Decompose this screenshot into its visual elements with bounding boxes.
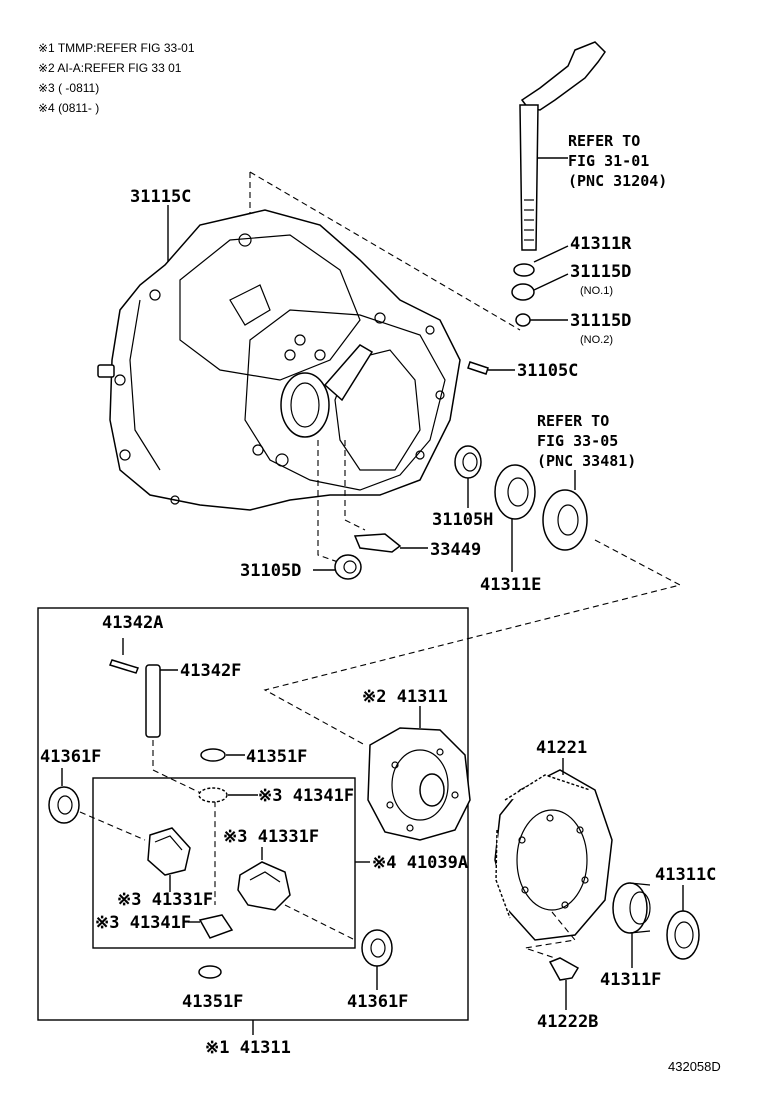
- label-41221: 41221: [536, 738, 587, 758]
- refer-fig31-line1: REFER TO: [568, 132, 640, 150]
- note-3: ※3 ( -0811): [38, 81, 99, 95]
- note-4: ※4 (0811- ): [38, 101, 99, 115]
- label-41311C: 41311C: [655, 865, 716, 885]
- shift-shaft-drawing: [519, 41, 606, 251]
- refer-fig31-line2: FIG 31-01: [568, 152, 649, 170]
- refer-fig31: REFER TO FIG 31-01 (PNC 31204): [538, 132, 667, 190]
- label-41311F: 41311F: [600, 970, 661, 990]
- label-41222B: 41222B: [537, 1012, 598, 1032]
- refer-fig33-line3: (PNC 33481): [537, 452, 636, 470]
- refer-fig33: REFER TO FIG 33-05 (PNC 33481): [537, 412, 636, 470]
- label-31105D: 31105D: [240, 561, 301, 581]
- note-2: ※2 AI-A:REFER FIG 33 01: [38, 61, 182, 75]
- ring-gear-drawing: [494, 758, 700, 1010]
- label-31115D-no2: 31115D: [570, 311, 631, 331]
- label-41311E: 41311E: [480, 575, 541, 595]
- label-41311-tmmp: ※1 41311: [205, 1038, 291, 1058]
- diff-parts: [48, 638, 471, 1035]
- label-31105C: 31105C: [517, 361, 578, 381]
- label-41351F-top: 41351F: [246, 747, 307, 767]
- label-31115C: 31115C: [130, 187, 191, 207]
- label-31115D-no1: 31115D: [570, 262, 631, 282]
- label-41361F-left: 41361F: [40, 747, 101, 767]
- label-41311-ai: ※2 41311: [362, 687, 448, 707]
- notes-block: ※1 TMMP:REFER FIG 33-01 ※2 AI-A:REFER FI…: [38, 41, 195, 115]
- note-1: ※1 TMMP:REFER FIG 33-01: [38, 41, 195, 55]
- label-41331F-left: ※3 41331F: [117, 890, 213, 910]
- case-small-parts: [313, 445, 588, 580]
- label-41341F-top: ※3 41341F: [258, 786, 354, 806]
- shaft-small-parts: [467, 245, 569, 375]
- label-41331F-right: ※3 41331F: [223, 827, 319, 847]
- label-41341F-bottom: ※3 41341F: [95, 913, 191, 933]
- label-41361F-right: 41361F: [347, 992, 408, 1012]
- label-41342F: 41342F: [180, 661, 241, 681]
- refer-fig31-line3: (PNC 31204): [568, 172, 667, 190]
- label-41039A: ※4 41039A: [372, 853, 468, 873]
- label-31105H: 31105H: [432, 510, 493, 530]
- label-41342A: 41342A: [102, 613, 163, 633]
- refer-fig33-line2: FIG 33-05: [537, 432, 618, 450]
- transmission-case-drawing: 31115C: [97, 171, 521, 511]
- label-31115D-no1-sub: (NO.1): [580, 285, 613, 297]
- label-31115D-no2-sub: (NO.2): [580, 334, 613, 346]
- label-41311R: 41311R: [570, 234, 632, 254]
- diff-gear-kit-box: [92, 777, 356, 949]
- label-33449: 33449: [430, 540, 481, 560]
- diagram-code: 432058D: [668, 1059, 721, 1074]
- refer-fig33-line1: REFER TO: [537, 412, 609, 430]
- label-41351F-bottom: 41351F: [182, 992, 243, 1012]
